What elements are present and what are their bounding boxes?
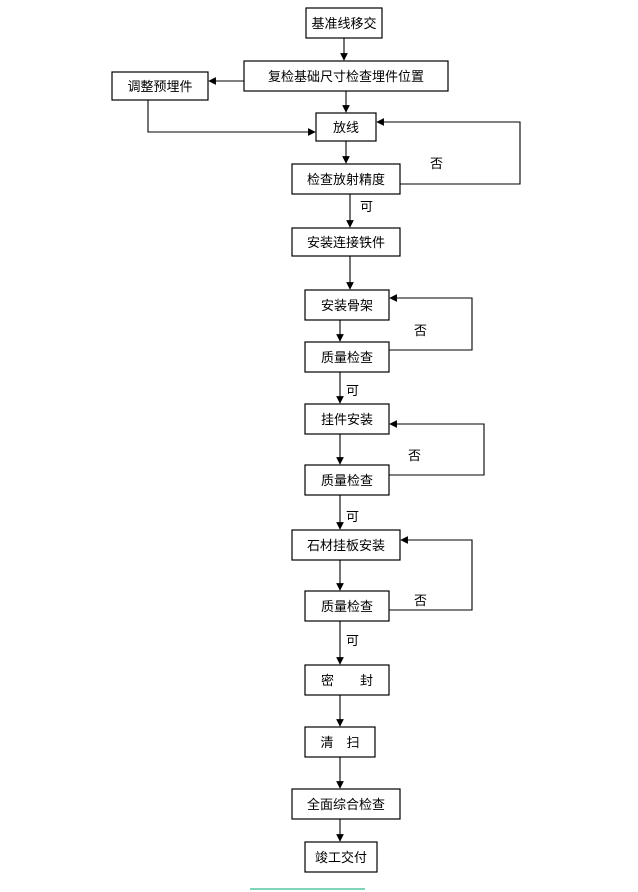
- edge-n10-n9-loop: [389, 420, 485, 476]
- svg-text:全面综合检查: 全面综合检查: [307, 797, 385, 813]
- node-overall-inspection: 全面综合检查: [291, 788, 401, 820]
- svg-text:安装连接铁件: 安装连接铁件: [307, 235, 385, 251]
- node-install-frame: 安装骨架: [304, 289, 390, 321]
- node-install-stone-panels: 石材挂板安装: [291, 529, 401, 561]
- edge-n5-n4-loop: [376, 118, 521, 185]
- node-baseline-handover: 基准线移交: [305, 7, 383, 39]
- node-install-connectors: 安装连接铁件: [291, 227, 401, 257]
- label-yes-1: 可: [360, 200, 373, 215]
- svg-text:复检基础尺寸检查埋件位置: 复检基础尺寸检查埋件位置: [268, 70, 424, 85]
- node-quality-check-1: 质量检查: [304, 341, 390, 373]
- svg-text:放线: 放线: [333, 121, 359, 136]
- node-setting-out: 放线: [315, 112, 377, 142]
- svg-text:石材挂板安装: 石材挂板安装: [307, 539, 385, 554]
- node-sealing: 密 封: [304, 664, 390, 696]
- svg-text:质量检查: 质量检查: [321, 474, 373, 489]
- edge-n3-n4: [147, 100, 316, 136]
- svg-text:基准线移交: 基准线移交: [311, 16, 376, 32]
- node-adjust-embedded-parts: 调整预埋件: [111, 71, 209, 101]
- label-yes-3: 可: [346, 510, 359, 525]
- node-completion-handover: 竣工交付: [304, 841, 378, 873]
- svg-text:质量检查: 质量检查: [321, 600, 373, 615]
- node-cleaning: 清 扫: [304, 726, 376, 758]
- svg-text:竣工交付: 竣工交付: [315, 850, 367, 866]
- node-check-setting-accuracy: 检查放射精度: [291, 163, 401, 195]
- label-yes-2: 可: [346, 384, 359, 399]
- label-no-2: 否: [414, 324, 427, 339]
- label-no-1: 否: [430, 157, 443, 172]
- label-no-4: 否: [414, 594, 427, 609]
- svg-text:清 扫: 清 扫: [320, 736, 359, 751]
- svg-text:安装骨架: 安装骨架: [321, 299, 373, 314]
- svg-text:调整预埋件: 调整预埋件: [127, 80, 192, 95]
- label-yes-4: 可: [346, 634, 359, 649]
- svg-text:挂件安装: 挂件安装: [321, 413, 373, 428]
- edge-n8-n7-loop: [389, 294, 473, 351]
- node-install-hangers: 挂件安装: [304, 403, 390, 435]
- label-no-3: 否: [408, 449, 421, 464]
- svg-text:密 封: 密 封: [321, 673, 373, 689]
- svg-text:检查放射精度: 检查放射精度: [307, 172, 385, 188]
- svg-text:质量检查: 质量检查: [321, 351, 373, 366]
- node-recheck-foundation: 复检基础尺寸检查埋件位置: [243, 60, 449, 92]
- node-quality-check-3: 质量检查: [304, 590, 390, 622]
- edge-n12-n11-loop: [389, 536, 473, 611]
- node-quality-check-2: 质量检查: [304, 464, 390, 496]
